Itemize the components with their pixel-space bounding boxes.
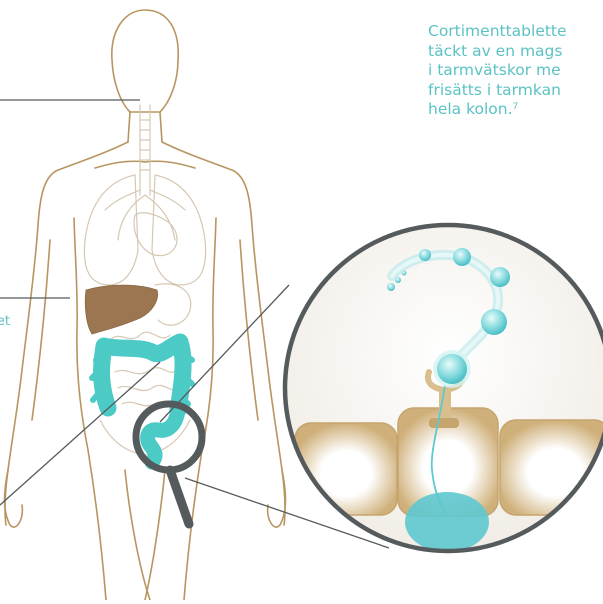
caption-text: Cortimenttablette täckt av en mags i tar… (428, 22, 603, 120)
liver (85, 285, 157, 334)
absorbed-drug (405, 492, 489, 552)
caption-line-1: Cortimenttablette (428, 22, 603, 42)
caption-line-5: hela kolon.7 (428, 100, 603, 120)
reference-number: 7 (513, 102, 519, 112)
caption-line-4: frisätts i tarmkan (428, 81, 603, 101)
caption-line-5-text: hela kolon. (428, 100, 513, 118)
zoom-detail (285, 225, 603, 552)
caption-line-2: täckt av en mags (428, 42, 603, 62)
caption-line-3: i tarmvätskor me (428, 61, 603, 81)
side-label: et (0, 314, 10, 330)
